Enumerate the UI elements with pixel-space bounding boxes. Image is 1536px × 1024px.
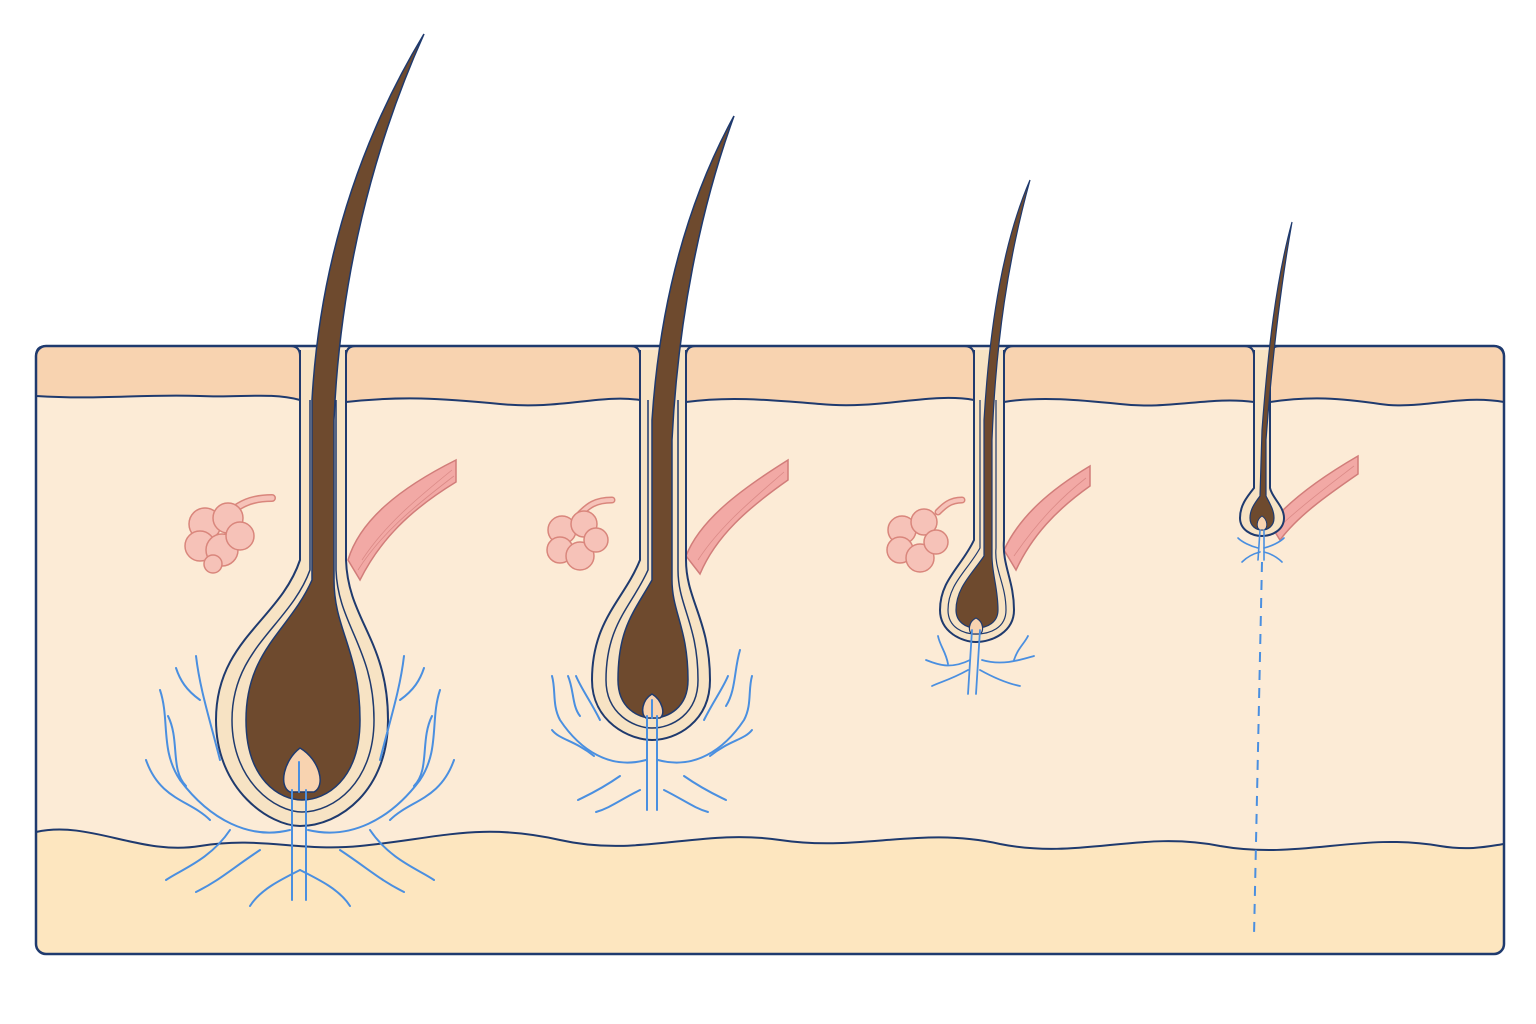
hypodermis-boundary [35, 828, 1505, 851]
epidermis-segment-2 [345, 345, 641, 407]
sebaceous-gland-3 [886, 496, 966, 573]
blood-vessels-4 [1237, 529, 1285, 563]
epidermis-segment-3 [685, 345, 975, 407]
skin-block-border [34, 344, 1506, 956]
dormant-vessel-trace-4 [1253, 561, 1263, 937]
follicle-2 [546, 115, 789, 813]
sebaceous-gland-1 [184, 494, 276, 574]
follicle-4 [1237, 221, 1359, 937]
epidermis-segment-1 [35, 345, 301, 402]
dermal-papilla-1 [282, 747, 321, 793]
arrector-pili-muscle-3 [1003, 464, 1091, 572]
hair-shaft-1 [245, 33, 425, 801]
follicle-3 [886, 179, 1091, 695]
epidermis-segment-5 [1269, 345, 1505, 407]
sebaceous-gland-2 [546, 496, 616, 571]
epidermis-segment-4 [1003, 345, 1255, 407]
blood-vessels-2 [551, 649, 753, 813]
arrector-pili-muscle-1 [347, 458, 457, 582]
blood-vessels-1 [145, 655, 455, 907]
dermal-papilla-4 [1256, 515, 1268, 531]
blood-vessels-3 [925, 629, 1035, 695]
arrector-pili-muscle-4 [1269, 454, 1359, 542]
follicle-1 [145, 33, 457, 907]
arrector-pili-muscle-2 [685, 458, 789, 576]
